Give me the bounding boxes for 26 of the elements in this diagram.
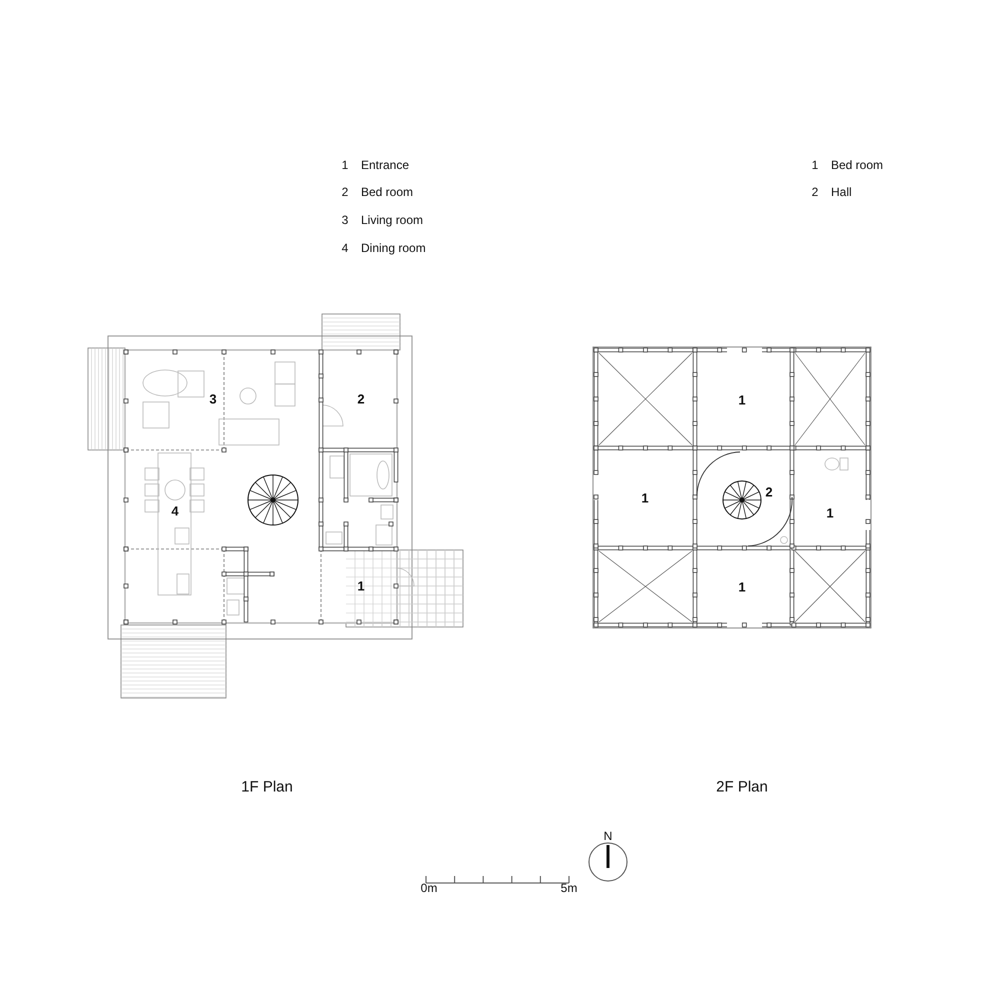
room-number: 1 (826, 506, 834, 520)
room-number: 1 (641, 492, 649, 504)
legend-number: 2 (812, 186, 818, 198)
legend-number: 3 (342, 214, 348, 226)
plan-title: 1F Plan (241, 780, 293, 794)
legend-number: 1 (342, 159, 348, 171)
legend-text: Entrance (361, 159, 410, 171)
room-number: 1 (738, 580, 746, 594)
scale-label: 0m (420, 882, 438, 894)
north-label: N (604, 830, 612, 842)
room-number: 2 (765, 486, 773, 498)
legend-number: 2 (342, 186, 348, 198)
legend-text: Living room (361, 214, 424, 226)
scale-label: 5m (560, 882, 578, 894)
room-number: 4 (171, 504, 179, 518)
room-number: 3 (209, 392, 217, 406)
room-number: 1 (357, 580, 365, 592)
legend-text: Bed room (831, 159, 884, 171)
legend-text: Bed room (361, 186, 414, 198)
legend-text: Hall (831, 186, 852, 198)
room-number: 1 (738, 394, 746, 406)
legend-number: 4 (342, 242, 348, 254)
plan-title: 2F Plan (716, 780, 768, 794)
legend-text: Dining room (361, 242, 426, 254)
legend-number: 1 (812, 159, 818, 171)
room-number: 2 (357, 392, 365, 406)
